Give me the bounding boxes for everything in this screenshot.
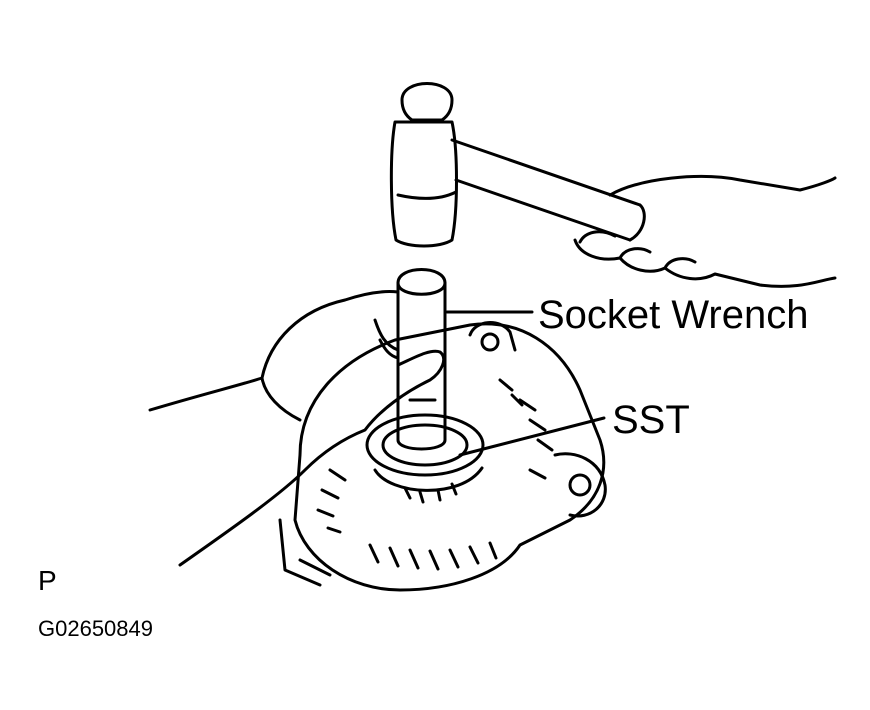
figure-code: G02650849 — [38, 616, 153, 641]
hammer-icon — [389, 82, 646, 248]
hand-icon — [148, 290, 446, 567]
hand-icon — [573, 175, 837, 288]
socket-wrench-label: Socket Wrench — [538, 293, 809, 337]
alternator-icon — [278, 321, 607, 592]
sst-label: SST — [612, 398, 690, 442]
sst-leader — [458, 416, 606, 457]
socket-wrench-icon — [396, 268, 447, 451]
view-letter: P — [38, 565, 57, 596]
